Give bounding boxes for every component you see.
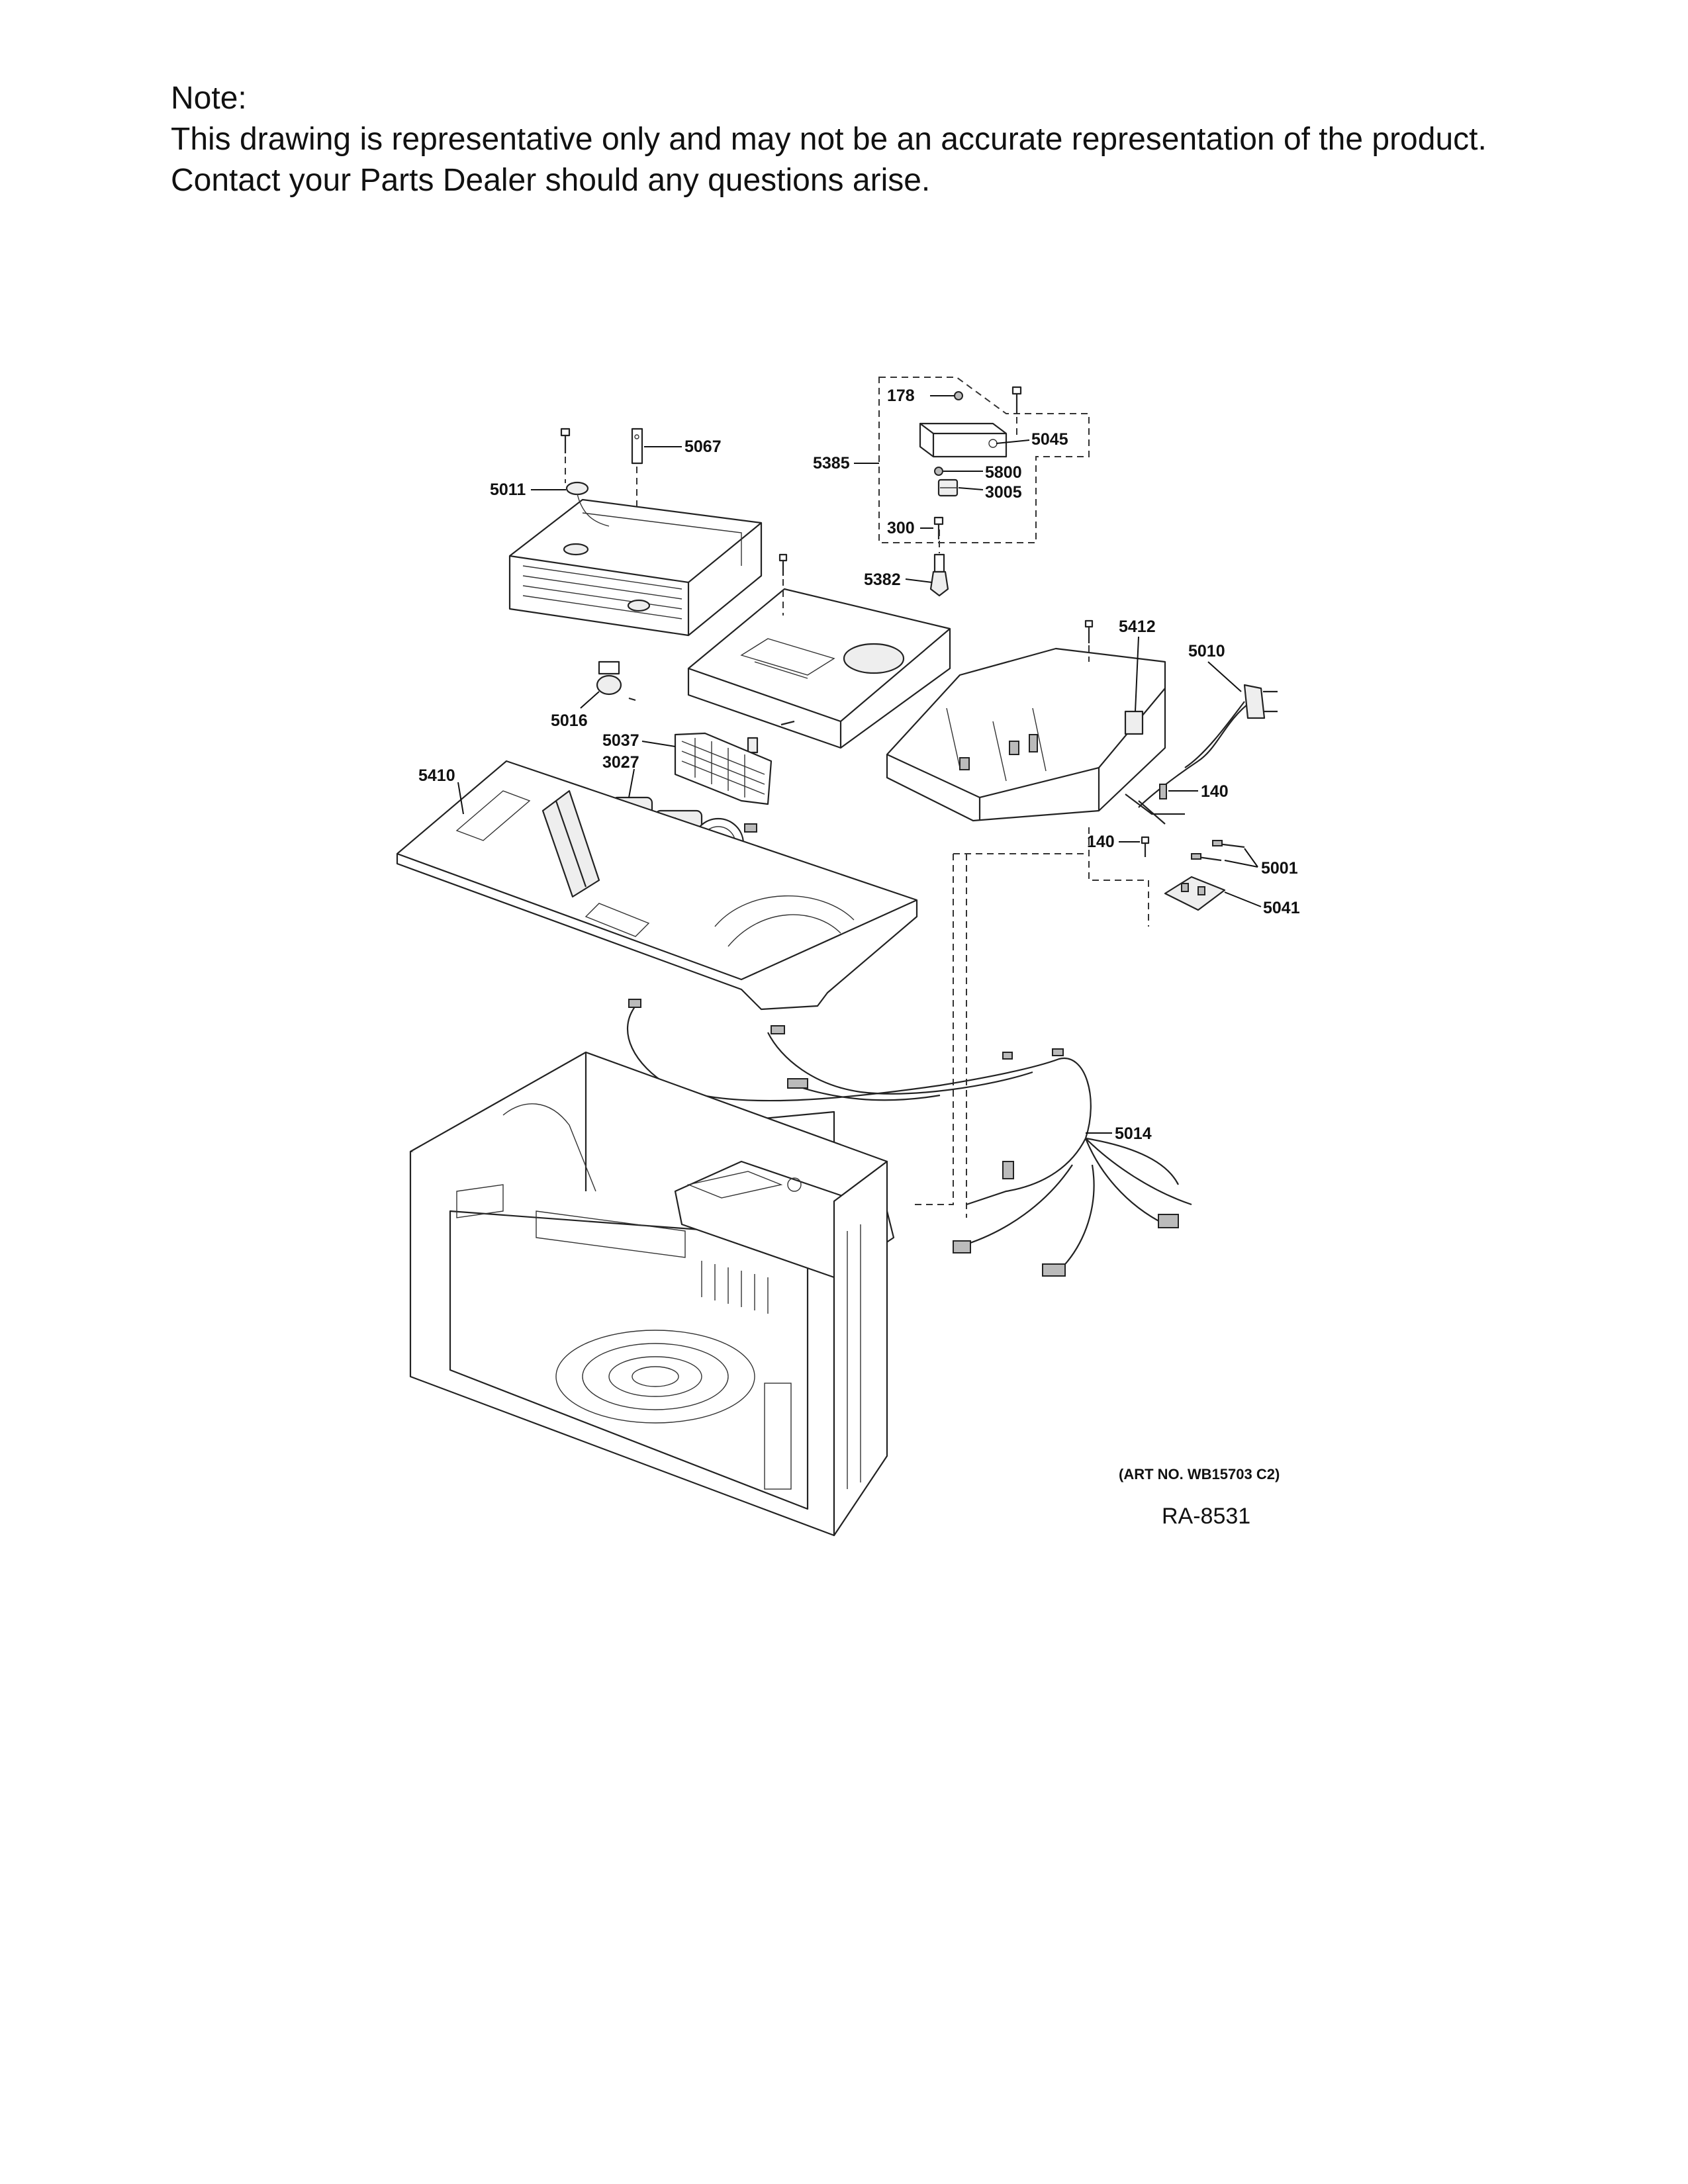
- callout-5011: 5011: [490, 480, 526, 499]
- screw-140-lower: [1141, 836, 1150, 857]
- drawing-id: RA-8531: [1162, 1504, 1250, 1529]
- terminals-5001: [1191, 840, 1245, 862]
- callout-5037: 5037: [602, 731, 639, 750]
- screws-center-plate: [747, 553, 795, 754]
- callout-5800: 5800: [985, 463, 1022, 482]
- screw-5011-top: [560, 428, 571, 453]
- oven-cavity-frame: [409, 1051, 895, 1537]
- center-mounting-plate: [687, 588, 951, 749]
- assembly-5385-dashed-box: [878, 377, 1090, 543]
- bottom-plate-5410: [396, 760, 918, 1011]
- note-line-1: This drawing is representative only and …: [171, 122, 1487, 157]
- bracket-5045: [919, 422, 1008, 458]
- disclaimer-note: Note: This drawing is representative onl…: [171, 78, 1627, 201]
- callout-5382: 5382: [864, 570, 901, 589]
- callout-5045: 5045: [1031, 430, 1068, 449]
- callout-5385: 5385: [813, 454, 850, 473]
- callout-5016: 5016: [551, 711, 588, 730]
- callout-5014: 5014: [1115, 1124, 1152, 1143]
- switch-3005: [937, 478, 959, 497]
- callout-5010: 5010: [1188, 642, 1225, 660]
- callout-5412: 5412: [1119, 617, 1156, 636]
- note-title: Note:: [171, 81, 247, 116]
- filter-5037: [674, 732, 773, 805]
- callout-labels: 178 5045 5385 5800 3005 300 5382 5067 50…: [418, 387, 1300, 1529]
- callout-140-lower: 140: [1087, 833, 1115, 851]
- control-box-5412: [886, 647, 1166, 822]
- callout-5410: 5410: [418, 766, 455, 785]
- screw-300: [933, 516, 944, 539]
- screw-178: [954, 391, 963, 400]
- vent-fan-housing: [508, 498, 763, 637]
- air-duct: [541, 790, 600, 898]
- callout-5001: 5001: [1261, 859, 1298, 878]
- leader-lines: [457, 395, 1262, 1134]
- note-line-2: Contact your Parts Dealer should any que…: [171, 163, 931, 198]
- callout-3027: 3027: [602, 753, 639, 772]
- fuse-board-5041: [1164, 876, 1226, 911]
- callout-5067: 5067: [684, 437, 722, 456]
- art-number: (ART NO. WB15703 C2): [1119, 1466, 1280, 1482]
- damper-5016: [596, 660, 636, 702]
- callout-140-upper: 140: [1201, 782, 1229, 801]
- callout-3005: 3005: [985, 483, 1022, 502]
- wire-harness-5014: [627, 999, 1192, 1277]
- power-cord-5010: [1138, 684, 1278, 808]
- thermistor-5382: [929, 553, 949, 597]
- screw-top-right: [1011, 386, 1022, 414]
- screw-5412-top: [1084, 619, 1094, 643]
- callout-5041: 5041: [1263, 899, 1300, 917]
- washer-5800: [934, 467, 943, 476]
- bracket-5067: [631, 428, 643, 465]
- callout-300: 300: [887, 519, 915, 537]
- ground-wires-140: [1125, 784, 1185, 825]
- motor-5011: [565, 481, 610, 527]
- callout-178: 178: [887, 387, 915, 405]
